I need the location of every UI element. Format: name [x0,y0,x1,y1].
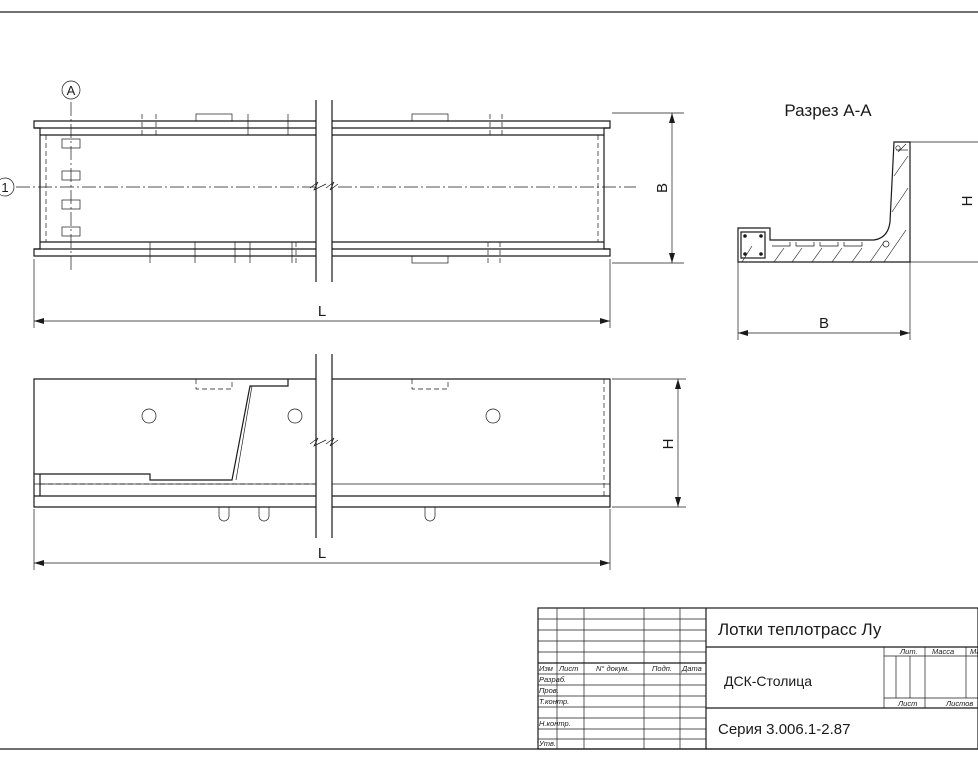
elevation-view: H L [33,354,686,570]
col-izm: Изм [539,664,553,673]
sheet-label: Лист [897,699,917,708]
col-date: Дата [681,664,702,673]
row-razrab: Разраб. [539,675,566,684]
row-utv: Утв. [538,739,556,748]
row-tkontr: Т.контр. [539,697,569,706]
dim-h-label-section: H [959,196,976,207]
dim-l-label-plan: L [318,303,326,320]
dim-l-label-elev: L [318,545,326,562]
product-name: Лотки теплотрасс Лу [718,620,882,639]
mass-label: Масса [932,647,954,656]
dim-h-label-elev: H [660,439,677,450]
section-title: Разрез А-А [784,101,872,120]
lit-label: Лит. [899,647,918,656]
row-prov: Пров. [539,686,559,695]
title-block: Лотки теплотрасс Лу ДСК-Столица Серия 3.… [537,607,978,750]
col-sign: Подп. [652,664,672,673]
plan-view: А 1 B L [0,80,684,328]
scale-label: Масштаб [970,647,978,656]
dim-b-label-section: B [819,315,829,332]
col-doc: N° докум. [596,664,629,673]
section-marker-circle [61,80,81,100]
organization-name: ДСК-Столица [724,673,812,689]
row-nkontr: Н.контр. [539,719,571,728]
axis-marker-circle [0,177,15,197]
section-view: Разрез А-А B H [737,101,978,340]
sheets-label: Листов [945,699,973,708]
col-list: Лист [558,664,578,673]
axis-marker-label: 1 [1,180,8,195]
dim-b-label-plan: B [654,183,671,193]
series-label: Серия 3.006.1-2.87 [718,721,850,738]
section-marker-label: А [67,83,76,98]
